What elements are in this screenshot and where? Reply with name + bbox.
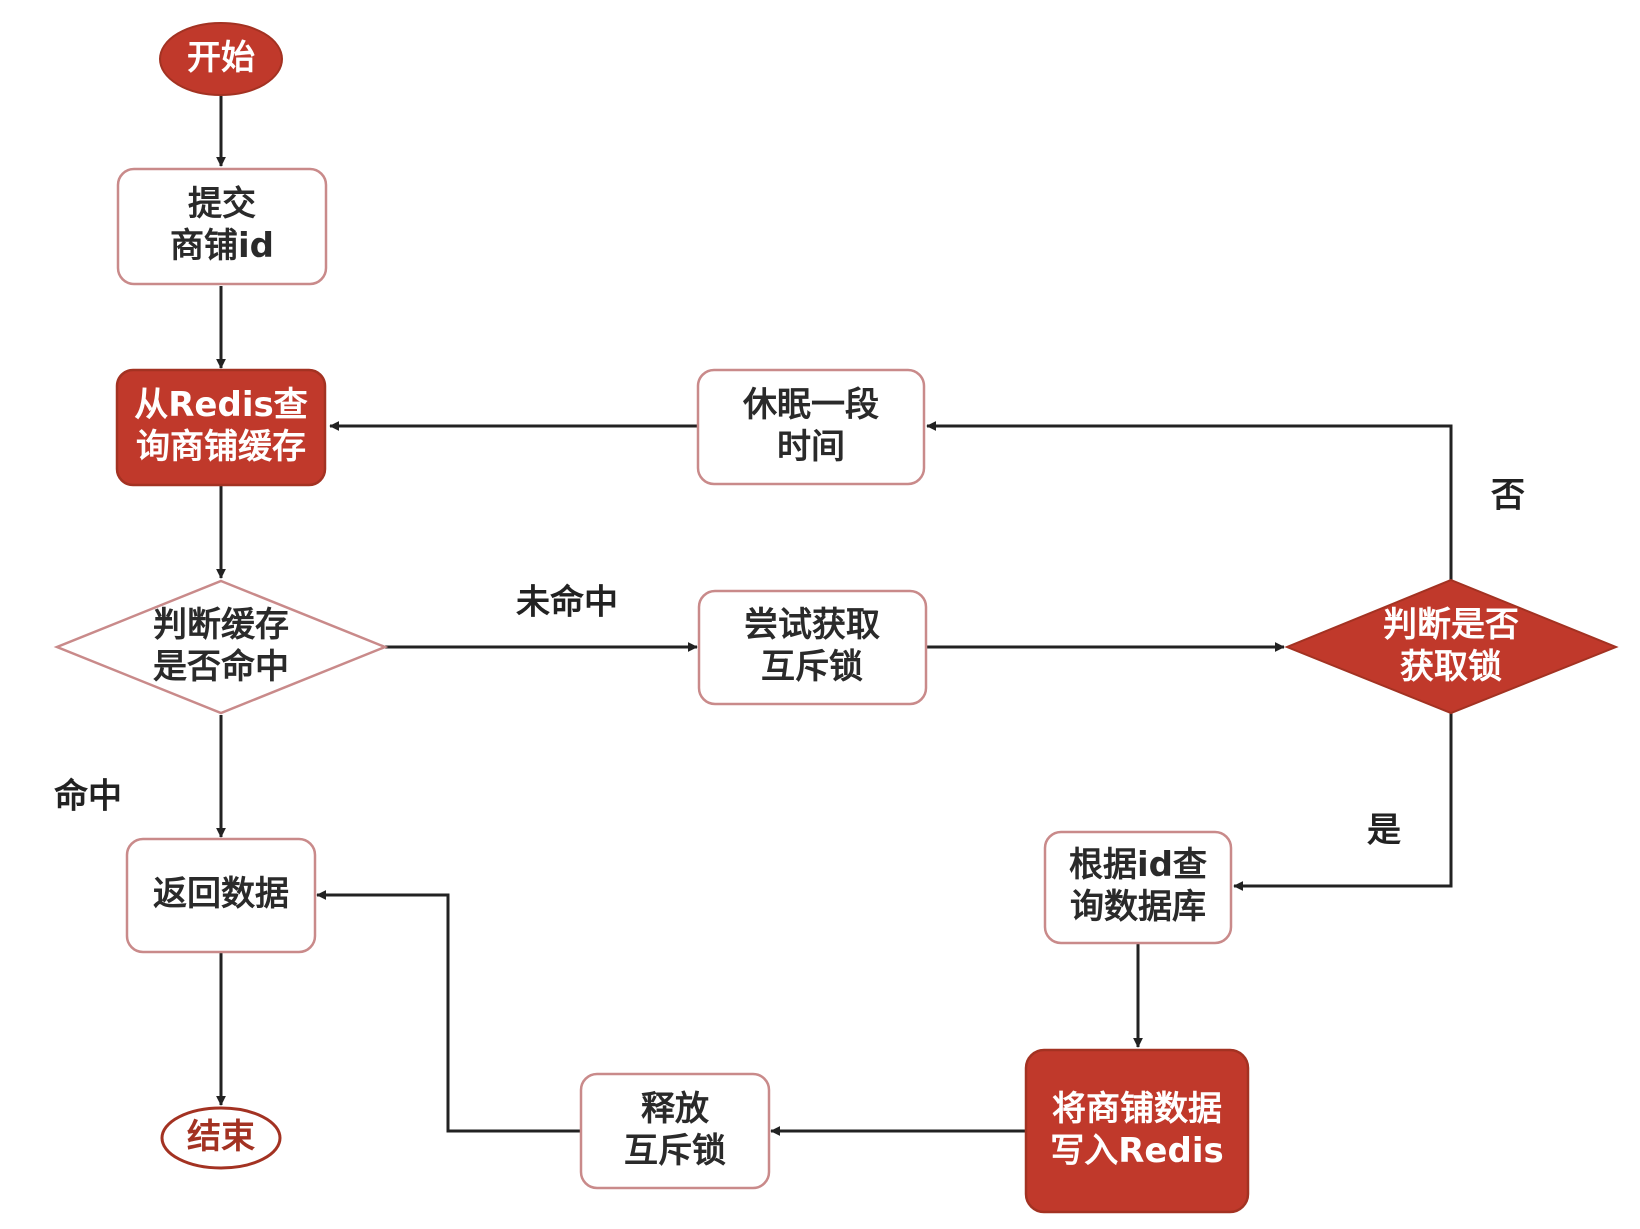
query-cache-label-line: 询商铺缓存: [136, 427, 306, 467]
sleep-label-line: 时间: [777, 427, 845, 467]
try-lock-label-line: 互斥锁: [761, 647, 863, 687]
query-cache-label-line: 从Redis查: [134, 385, 307, 425]
label-no: 否: [1491, 476, 1525, 516]
end-label-line: 结束: [187, 1117, 255, 1157]
svg-text:返回数据: 返回数据: [153, 874, 289, 914]
node-query-cache[interactable]: 从Redis查询商铺缓存: [115, 368, 327, 487]
start-label-line: 开始: [187, 38, 255, 78]
label-yes: 是: [1367, 811, 1401, 851]
svg-text:释放互斥锁: 释放互斥锁: [624, 1089, 726, 1171]
edge-check-lock-to-query-db: [1233, 713, 1453, 891]
check-hit-label-line: 是否命中: [153, 647, 289, 687]
return-data-label-line: 返回数据: [153, 874, 289, 914]
label-miss: 未命中: [516, 583, 618, 623]
release-lock-label-line: 互斥锁: [624, 1131, 726, 1171]
edge-labels: 未命中 命中 否 是: [54, 476, 1525, 851]
query-db-label-line: 根据id查: [1069, 845, 1207, 885]
try-lock-label-line: 尝试获取: [744, 605, 880, 645]
svg-text:根据id查询数据库: 根据id查询数据库: [1069, 845, 1207, 927]
svg-text:判断缓存是否命中: 判断缓存是否命中: [153, 605, 289, 687]
submit-label-line: 商铺id: [170, 226, 274, 266]
nodes: 开始 提交商铺id 从Redis查询商铺缓存 判断缓存是否命中 返回数据 结束: [53, 22, 1619, 1214]
release-lock-label-line: 释放: [641, 1089, 709, 1129]
query-db-label-line: 询数据库: [1070, 887, 1206, 927]
edge-release-lock-to-return-data: [316, 890, 580, 1133]
node-end[interactable]: 结束: [160, 1106, 282, 1170]
svg-text:休眠一段时间: 休眠一段时间: [742, 385, 879, 467]
edges: [216, 96, 1453, 1136]
check-lock-label-line: 判断是否: [1383, 605, 1519, 645]
node-return-data[interactable]: 返回数据: [125, 837, 317, 954]
svg-text:从Redis查询商铺缓存: 从Redis查询商铺缓存: [134, 385, 307, 467]
node-write-redis[interactable]: 将商铺数据写入Redis: [1024, 1048, 1250, 1214]
node-check-hit[interactable]: 判断缓存是否命中: [53, 579, 389, 715]
node-submit[interactable]: 提交商铺id: [116, 167, 328, 286]
node-try-lock[interactable]: 尝试获取互斥锁: [697, 589, 928, 706]
svg-text:将商铺数据写入Redis: 将商铺数据写入Redis: [1050, 1089, 1223, 1171]
check-lock-label-line: 获取锁: [1400, 647, 1502, 687]
check-hit-label-line: 判断缓存: [153, 605, 289, 645]
node-check-lock[interactable]: 判断是否获取锁: [1284, 578, 1619, 715]
svg-text:结束: 结束: [187, 1117, 255, 1157]
label-hit: 命中: [54, 777, 122, 817]
svg-text:判断是否获取锁: 判断是否获取锁: [1383, 605, 1519, 687]
write-redis-label-line: 写入Redis: [1050, 1131, 1223, 1171]
svg-text:开始: 开始: [187, 38, 255, 78]
submit-label-line: 提交: [188, 184, 256, 224]
node-start[interactable]: 开始: [159, 22, 283, 96]
svg-text:尝试获取互斥锁: 尝试获取互斥锁: [744, 605, 880, 687]
node-release-lock[interactable]: 释放互斥锁: [579, 1072, 771, 1190]
write-redis-label-line: 将商铺数据: [1052, 1089, 1222, 1129]
node-sleep[interactable]: 休眠一段时间: [696, 368, 926, 486]
node-query-db[interactable]: 根据id查询数据库: [1043, 830, 1233, 945]
svg-text:提交商铺id: 提交商铺id: [170, 184, 274, 266]
sleep-label-line: 休眠一段: [742, 385, 879, 425]
edge-check-lock-to-sleep: [926, 421, 1453, 580]
